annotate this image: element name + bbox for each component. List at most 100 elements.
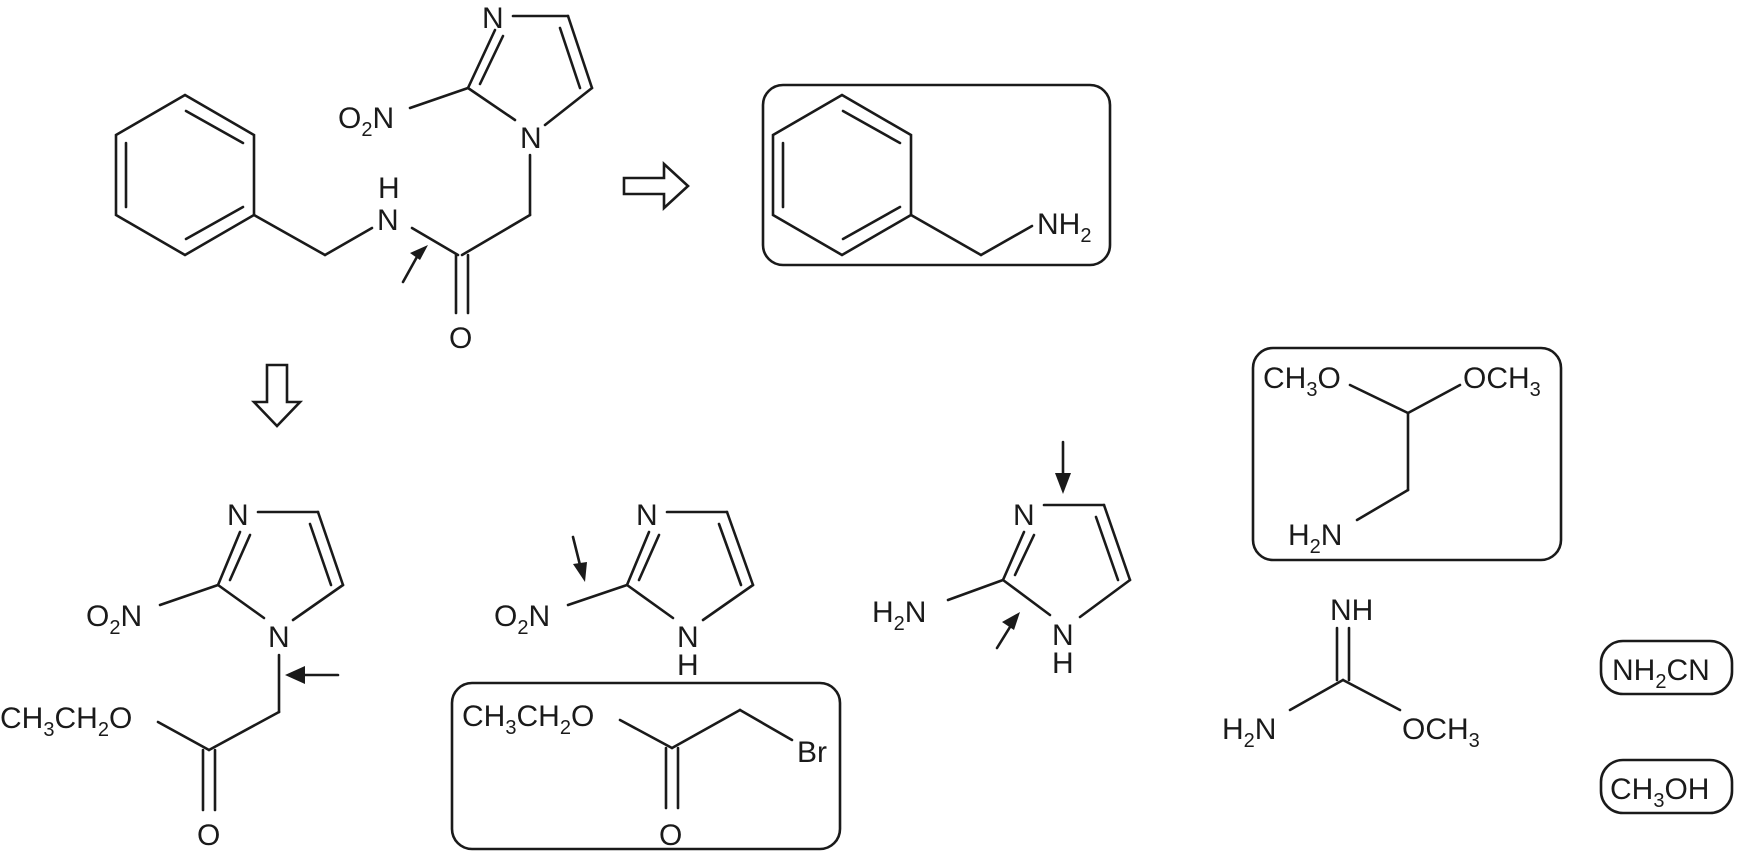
ring-nh-h-label: H: [1052, 647, 1074, 680]
arrow-head: [410, 245, 428, 260]
bond: [979, 224, 1034, 257]
bond: [725, 510, 755, 587]
reagent-box: [1251, 346, 1563, 562]
ring-n3-label: N: [636, 499, 658, 532]
bond: [543, 86, 594, 127]
imine-label: NH: [1330, 594, 1373, 627]
reagent-box: [450, 681, 842, 851]
nitro-label: O2N: [494, 600, 550, 639]
bond: [158, 583, 220, 607]
cyanamide: NH2CN: [1599, 639, 1734, 696]
reagent-box: [1599, 639, 1734, 696]
bond: [478, 34, 505, 86]
bond: [909, 213, 983, 257]
arrow-head: [285, 666, 305, 684]
bond: [670, 708, 742, 750]
bond: [566, 14, 594, 90]
retro-arrow-down: [250, 363, 304, 428]
benzene-ring: [114, 93, 256, 257]
bond: [408, 86, 470, 110]
bond: [1013, 533, 1036, 577]
ester-intermediate: N N O2N O CH3CH2O: [0, 499, 345, 852]
aminoimidazole: N N H H2N: [872, 440, 1132, 680]
bond: [1341, 678, 1402, 712]
o-methylisourea: NH H2N OCH3: [1222, 594, 1480, 752]
aromatic-bond: [841, 205, 902, 241]
aromatic-bond: [184, 205, 245, 241]
bond: [946, 578, 1005, 602]
methoxy-label: OCH3: [1402, 713, 1480, 752]
bond: [625, 530, 651, 587]
bromo-label: Br: [797, 736, 827, 769]
amino-label: H2N: [872, 596, 926, 635]
bond: [1288, 678, 1345, 712]
bond: [625, 583, 675, 620]
bond: [637, 533, 661, 582]
ring-nh-n-label: N: [1052, 619, 1074, 652]
bond: [291, 583, 345, 622]
ring-n1-label: N: [520, 122, 542, 155]
bond: [1094, 515, 1120, 582]
aromatic-bond: [841, 109, 902, 145]
bond: [1355, 488, 1410, 522]
benzene-ring: [771, 93, 913, 257]
amide-n-label: N: [377, 204, 399, 237]
amide-h-label: H: [378, 172, 400, 205]
arrow-head: [573, 562, 587, 582]
ethyl-bromoacetate: CH3CH2O O Br: [450, 681, 842, 852]
ethoxy-label: CH3CH2O: [462, 700, 594, 739]
bond: [566, 583, 629, 607]
bond: [323, 226, 374, 257]
carbonyl-o-label: O: [197, 819, 220, 852]
bond: [1406, 383, 1462, 415]
bond: [216, 583, 266, 620]
arrow-head: [1002, 612, 1020, 630]
disconnection-arrow: [401, 253, 420, 284]
methoxy-right-label: OCH3: [1463, 362, 1541, 401]
bond: [410, 226, 460, 257]
aromatic-bond: [184, 109, 245, 145]
bond: [308, 522, 333, 587]
bond: [717, 522, 743, 587]
target-molecule: N H O N N O2N: [114, 2, 594, 355]
bond: [466, 28, 497, 90]
disconnection-arrow: [571, 535, 582, 567]
bond: [156, 720, 211, 752]
bond: [466, 86, 517, 122]
bond: [738, 708, 794, 742]
carbonyl-o-label: O: [449, 322, 472, 355]
bond: [207, 710, 281, 752]
bond: [228, 533, 252, 582]
amino-label: H2N: [1222, 713, 1276, 752]
ring-nh-n-label: N: [677, 621, 699, 654]
reagent-box: [1599, 758, 1734, 815]
carbonyl-o-label: O: [659, 819, 682, 852]
bond: [252, 213, 327, 257]
methanol: CH3OH: [1599, 758, 1734, 815]
bond: [460, 213, 532, 257]
arrow-head: [1055, 473, 1071, 494]
ring-n3-label: N: [482, 2, 504, 35]
bond: [701, 583, 755, 622]
cyanamide-label: NH2CN: [1612, 654, 1710, 693]
ring-n3-label: N: [1013, 499, 1035, 532]
ring-n1-label: N: [268, 621, 290, 654]
ring-nh-h-label: H: [677, 649, 699, 682]
nitro-label: O2N: [338, 102, 394, 141]
bond: [316, 510, 345, 587]
retro-arrow-right: [622, 161, 690, 211]
nitro-label: O2N: [86, 600, 142, 639]
amino-label: H2N: [1288, 519, 1342, 558]
bond: [1102, 503, 1132, 582]
bond: [1001, 530, 1026, 582]
bond: [1078, 578, 1132, 619]
methoxy-left-label: CH3O: [1263, 362, 1341, 401]
bond: [618, 718, 674, 750]
methanol-label: CH3OH: [1610, 773, 1709, 812]
amine-label: NH2: [1037, 208, 1091, 247]
ethoxy-label: CH3CH2O: [0, 702, 132, 741]
nitroimidazole: N N H O2N: [494, 499, 755, 682]
bond: [216, 530, 242, 587]
aminoacetaldehyde-acetal: CH3O OCH3 H2N: [1251, 346, 1563, 562]
